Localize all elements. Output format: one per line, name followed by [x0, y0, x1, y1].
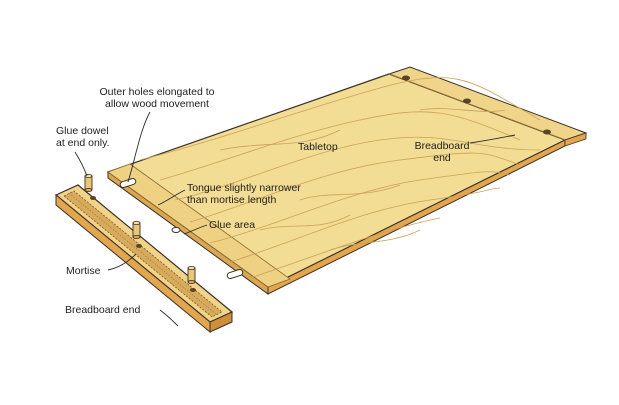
tongue-strip — [107, 163, 291, 288]
label-tongue-line2: than mortise length — [187, 194, 277, 206]
tongue-hole-center — [171, 227, 181, 233]
right-breadboard-front — [564, 132, 587, 147]
tongue-slot-1 — [119, 177, 137, 189]
label-breadboard-end-right-line2: end — [433, 152, 451, 164]
label-glue-dowel: Glue dowel at end only. — [56, 125, 110, 149]
label-tongue-line1: Tongue slightly narrower — [187, 182, 301, 194]
label-breadboard-end-right: Breadboard end — [410, 140, 474, 164]
label-outer-holes-line1: Outer holes elongated to — [99, 86, 215, 98]
breadboard-hole-3 — [190, 288, 196, 292]
label-glue-dowel-line1: Glue dowel — [56, 125, 109, 137]
tongue-slot-2 — [226, 268, 244, 280]
breadboard-hole-2 — [136, 244, 142, 248]
right-end-hole-2 — [463, 98, 471, 104]
leader-mortise — [107, 253, 137, 271]
label-breadboard-end-right-line1: Breadboard — [414, 140, 470, 152]
label-tabletop: Tabletop — [298, 141, 338, 153]
label-tongue: Tongue slightly narrower than mortise le… — [187, 182, 301, 206]
dowel-2 — [132, 220, 141, 239]
breadboard-end-face — [209, 311, 233, 333]
label-mortise: Mortise — [66, 265, 101, 277]
leader-lines — [74, 111, 516, 327]
dowel-1 — [84, 173, 93, 192]
mortise-groove — [63, 190, 223, 318]
dowels — [84, 173, 196, 284]
breadboard-hole-1 — [90, 196, 96, 200]
dowel-3 — [187, 265, 196, 284]
tabletop-panel — [106, 66, 588, 295]
leader-glue-area — [183, 224, 208, 235]
breadboard-end-piece — [54, 184, 234, 334]
label-outer-holes: Outer holes elongated to allow wood move… — [95, 86, 219, 110]
leader-right-breadboard — [469, 134, 516, 144]
label-outer-holes-line2: allow wood movement — [105, 98, 209, 110]
label-breadboard-end-bottom: Breadboard end — [65, 304, 141, 316]
right-end-hole-3 — [543, 129, 551, 135]
leader-tongue — [157, 189, 186, 206]
leader-breadboard-bottom — [159, 309, 179, 327]
leader-outer-holes — [127, 111, 151, 183]
label-glue-dowel-line2: at end only. — [56, 137, 110, 149]
leader-glue-dowel — [74, 151, 88, 177]
label-glue-area: Glue area — [209, 219, 256, 231]
wood-grain — [139, 77, 541, 279]
right-end-hole-1 — [402, 75, 410, 81]
